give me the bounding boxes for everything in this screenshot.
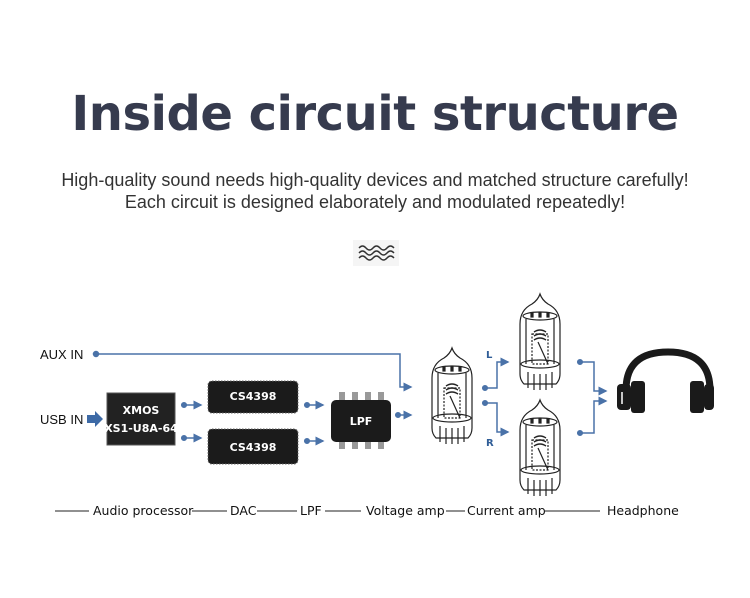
left-channel-label: L <box>486 350 493 361</box>
current-amp-tube-right-icon <box>519 398 561 496</box>
stage-current-amp: Current amp <box>467 503 546 518</box>
stage-audio-processor: Audio processor <box>93 503 194 518</box>
right-channel-label: R <box>486 438 494 449</box>
headphone-icon <box>617 348 714 413</box>
stage-legend: Audio processor DAC LPF Voltage amp Curr… <box>55 503 679 518</box>
tube-to-headphone-lines <box>576 358 608 437</box>
stage-voltage-amp: Voltage amp <box>366 503 445 518</box>
lpf-label: LPF <box>350 415 373 428</box>
current-amp-tube-left-icon <box>519 292 561 390</box>
dac-chip-1-label: CS4398 <box>230 390 277 403</box>
xmos-to-dac-lines <box>180 400 203 443</box>
stage-dac: DAC <box>230 503 257 518</box>
usb-arrow-icon <box>87 411 103 427</box>
xmos-processor-chip: XMOS XS1-U8A-64 <box>104 392 178 446</box>
subtitle-line-2: Each circuit is designed elaborately and… <box>124 192 626 212</box>
xmos-label: XMOS <box>123 404 160 417</box>
aux-signal-line <box>92 350 413 392</box>
voltage-amp-tube-icon <box>431 346 473 444</box>
tube-split-lines <box>481 357 510 437</box>
xmos-model-label: XS1-U8A-64 <box>104 422 178 435</box>
stage-lpf: LPF <box>300 503 322 518</box>
subtitle-line-1: High-quality sound needs high-quality de… <box>61 170 689 190</box>
lpf-to-tube-line <box>394 410 413 420</box>
page-title: Inside circuit structure <box>71 86 679 142</box>
stage-headphone: Headphone <box>607 503 679 518</box>
aux-in-label: AUX IN <box>40 347 83 362</box>
usb-in-label: USB IN <box>40 412 83 427</box>
lpf-chip: LPF <box>331 392 391 449</box>
dac-to-lpf-lines <box>303 400 325 446</box>
dac-chip-1: CS4398 <box>207 380 299 414</box>
wave-icon <box>353 240 399 266</box>
dac-chip-2: CS4398 <box>207 428 299 465</box>
dac-chip-2-label: CS4398 <box>230 441 277 454</box>
